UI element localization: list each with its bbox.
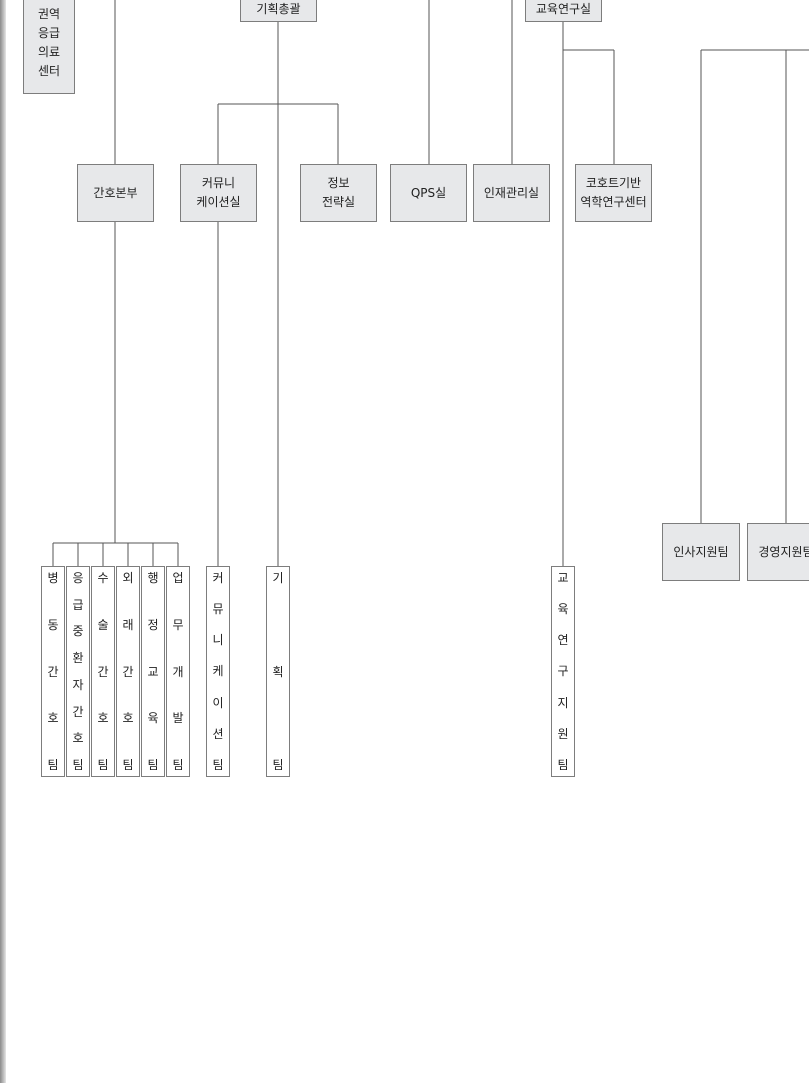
team-char: 정 xyxy=(147,617,159,632)
team-char: 커 xyxy=(212,571,224,585)
team-char: 획 xyxy=(272,664,284,679)
team-char: 개 xyxy=(172,664,184,679)
team-char: 호 xyxy=(47,711,59,726)
team-char: 발 xyxy=(172,711,184,726)
team-char: 간 xyxy=(72,704,84,719)
team-char: 션 xyxy=(212,726,224,741)
team-char: 육 xyxy=(147,711,159,726)
team-char: 급 xyxy=(72,597,84,612)
team-char: 팀 xyxy=(147,758,159,772)
team-char: 호 xyxy=(97,711,109,726)
management-support-team-box: 경영지원팀 xyxy=(747,523,809,581)
team-char: 외 xyxy=(122,571,134,585)
information-strategy-office-box: 정보 전략실 xyxy=(300,164,377,222)
team-char: 호 xyxy=(122,711,134,726)
team-char: 팀 xyxy=(557,757,569,772)
team-char: 이 xyxy=(212,695,224,710)
cohort-epidemiology-center-box: 코호트기반 역학연구센터 xyxy=(575,164,652,222)
team-char: 수 xyxy=(97,571,109,585)
communication-office-box: 커뮤니 케이션실 xyxy=(180,164,257,222)
team-char: 팀 xyxy=(172,758,184,772)
team-char: 간 xyxy=(97,664,109,679)
team-char: 원 xyxy=(557,726,569,741)
education-research-office-box: 교육연구실 xyxy=(525,0,602,22)
team-char: 응 xyxy=(72,571,84,585)
team-char: 간 xyxy=(122,664,134,679)
team-char: 간 xyxy=(47,664,59,679)
team-char: 지 xyxy=(557,695,569,710)
team-char: 동 xyxy=(47,617,59,632)
page-left-edge xyxy=(0,0,6,1083)
team-char: 술 xyxy=(97,617,109,632)
talent-management-office-box: 인재관리실 xyxy=(473,164,550,222)
team-char: 교 xyxy=(147,664,159,679)
team-char: 병 xyxy=(47,571,59,585)
team-char: 행 xyxy=(147,571,159,585)
team-char: 팀 xyxy=(122,758,134,772)
team-char: 니 xyxy=(212,633,224,648)
team-char: 래 xyxy=(122,617,134,632)
team-char: 교 xyxy=(557,571,569,585)
qps-office-box: QPS실 xyxy=(390,164,467,222)
team-char: 무 xyxy=(172,617,184,632)
regional-emergency-center-box: 권역 응급 의료 센터 xyxy=(23,0,75,94)
team-char: 팀 xyxy=(72,757,84,772)
team-char: 호 xyxy=(72,731,84,746)
team-char: 연 xyxy=(557,633,569,648)
team-char: 업 xyxy=(172,571,184,585)
hr-support-team-box: 인사지원팀 xyxy=(662,523,740,581)
planning-office-box: 기획총괄 xyxy=(240,0,317,22)
team-char: 자 xyxy=(72,677,84,692)
team-char: 케 xyxy=(212,664,224,679)
team-char: 팀 xyxy=(212,757,224,772)
team-char: 환 xyxy=(72,651,84,666)
team-char: 육 xyxy=(557,602,569,617)
nursing-headquarters-box: 간호본부 xyxy=(77,164,154,222)
team-char: 기 xyxy=(272,571,284,585)
team-char: 팀 xyxy=(47,758,59,772)
team-char: 팀 xyxy=(97,758,109,772)
team-char: 구 xyxy=(557,664,569,679)
team-char: 뮤 xyxy=(212,602,224,617)
team-char: 중 xyxy=(72,624,84,639)
team-char: 팀 xyxy=(272,758,284,772)
